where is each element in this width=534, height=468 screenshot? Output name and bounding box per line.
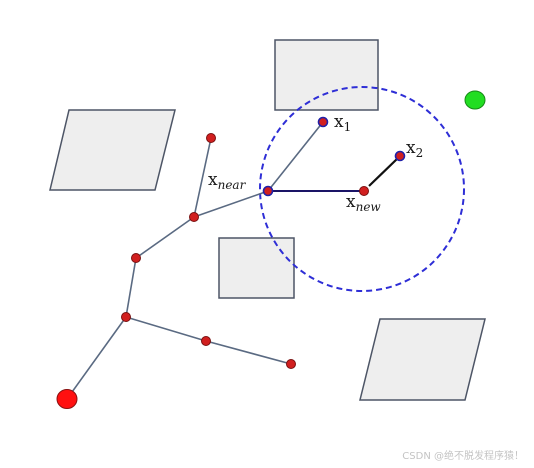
label-x-near: xnear [208,170,247,192]
tree-edge [135,216,195,259]
node-x-1 [317,116,329,128]
tree-edge [267,121,324,192]
obstacle-top-rect [274,39,379,111]
tree-edge [193,137,212,218]
goal-node [464,90,486,110]
tree-node [121,312,131,322]
obstacles [49,39,486,401]
label-x-new: xnew [346,192,381,214]
edge-xnew-x2 [368,157,399,187]
obstacle-left-parallelogram [49,109,176,191]
tree-edges [66,121,324,400]
tree-node [286,359,296,369]
node-x-near [262,185,274,197]
neighborhood-circle [259,86,465,292]
tree-nodes [121,133,296,369]
tree-edge [66,316,127,400]
watermark: CSDN @绝不脱发程序猿！ [402,451,524,462]
node-x-new [359,186,369,196]
tree-node [206,133,216,143]
tree-node [131,253,141,263]
tree-node [201,336,211,346]
tree-edge [205,340,292,365]
node-x-2 [394,150,406,162]
start-node [56,389,78,409]
tree-edge [125,257,137,318]
tree-edge [125,316,207,342]
obstacle-center-rect [218,237,295,299]
obstacle-right-parallelogram [359,318,486,401]
tree-node [189,212,199,222]
tree-edge [193,190,269,218]
label-x-1: x1 [334,112,351,134]
label-x-2: x2 [406,138,423,160]
